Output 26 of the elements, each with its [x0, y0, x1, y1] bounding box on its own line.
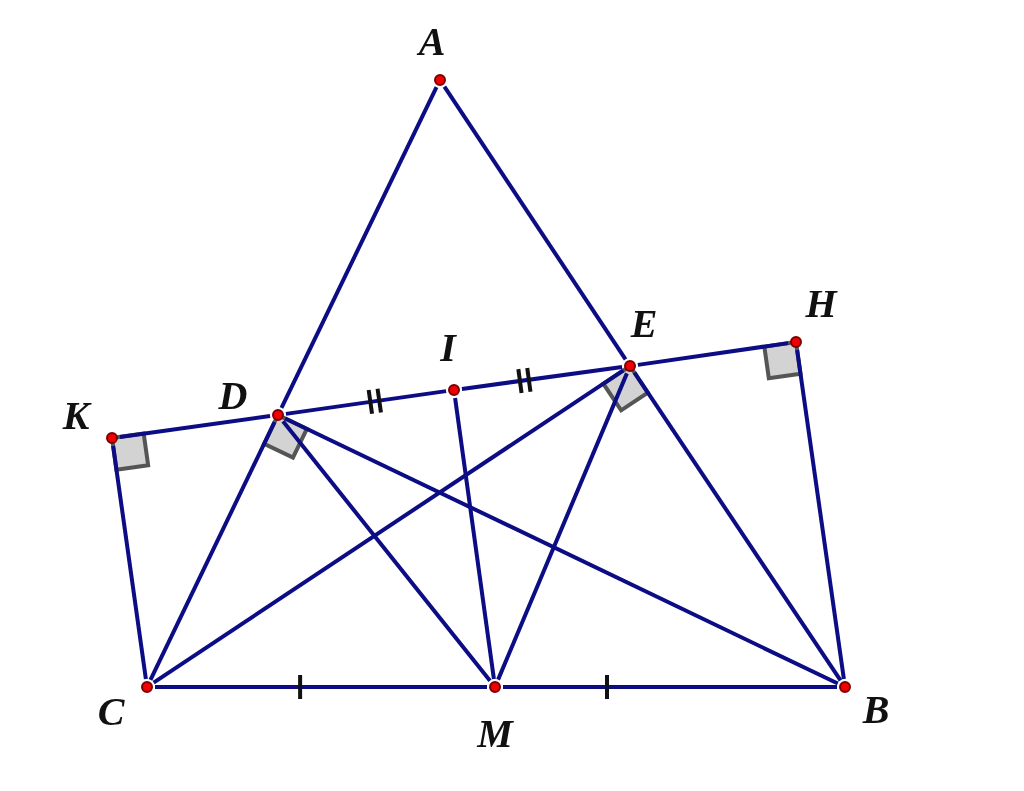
line-segment: [119, 414, 271, 439]
point-label: A: [415, 22, 447, 62]
line-segment: [284, 416, 839, 686]
line-segment: [155, 685, 487, 689]
line-segment: [111, 445, 148, 680]
line-segment: [148, 421, 277, 681]
point-label: H: [804, 284, 839, 324]
line-segment: [795, 349, 846, 680]
line-segment: [461, 365, 623, 391]
point-label: B: [861, 690, 891, 730]
point-label: I: [439, 328, 458, 368]
point-label: C: [96, 692, 126, 732]
line-segment: [152, 368, 625, 685]
line-segment: [279, 86, 439, 409]
point-label: E: [629, 304, 659, 344]
point-label: M: [477, 714, 513, 754]
line-segment: [442, 85, 628, 361]
line-segment: [281, 420, 492, 682]
point-label: D: [217, 376, 249, 416]
line-segment: [503, 685, 837, 689]
line-segment: [496, 372, 629, 681]
line-segment: [632, 371, 843, 682]
line-segment: [285, 389, 447, 416]
line-segment: [637, 341, 789, 367]
point-label: K: [61, 396, 93, 436]
line-segment: [453, 397, 496, 680]
